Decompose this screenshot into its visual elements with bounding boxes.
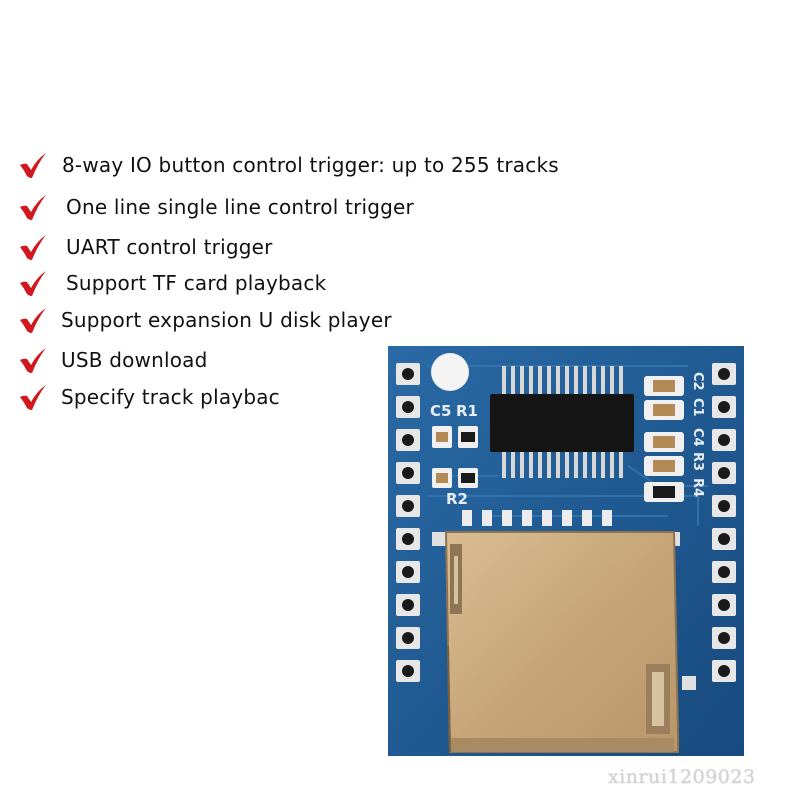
silkscreen-r1: R1 xyxy=(456,402,478,420)
silkscreen-c1: C1 xyxy=(690,398,705,417)
checkmark-icon xyxy=(18,382,48,412)
sd-slot-contacts xyxy=(462,510,612,526)
feature-item-one-line: One line single line control trigger xyxy=(18,192,414,222)
feature-item-usb-download: USB download xyxy=(18,345,208,375)
left-header-pins xyxy=(396,363,420,682)
mp3-module-photo: C5 R1 R2 C2 C1 C4 R3 R4 xyxy=(388,346,744,756)
silkscreen-r3: R3 xyxy=(690,452,705,471)
silkscreen-c4: C4 xyxy=(690,428,705,447)
checkmark-icon xyxy=(18,268,48,298)
silkscreen-r4: R4 xyxy=(690,478,705,497)
silkscreen-r2: R2 xyxy=(446,490,468,508)
feature-label: Support TF card playback xyxy=(66,271,327,295)
feature-item-uart: UART control trigger xyxy=(18,232,273,262)
feature-item-u-disk: Support expansion U disk player xyxy=(18,305,392,335)
checkmark-icon xyxy=(18,192,48,222)
feature-list: 8-way IO button control trigger: up to 2… xyxy=(18,0,658,420)
silkscreen-c2: C2 xyxy=(690,372,705,391)
checkmark-icon xyxy=(18,150,48,180)
feature-label: 8-way IO button control trigger: up to 2… xyxy=(62,153,559,177)
right-passives xyxy=(644,376,684,502)
watermark: xinrui1209023 xyxy=(608,766,756,788)
silkscreen-c5: C5 xyxy=(430,402,451,420)
mounting-hole xyxy=(431,353,469,391)
checkmark-icon xyxy=(18,305,48,335)
mp3-module-board: C5 R1 R2 C2 C1 C4 R3 R4 xyxy=(388,346,744,756)
tf-card-slot xyxy=(444,531,679,753)
feature-label: One line single line control trigger xyxy=(66,195,414,219)
feature-label: Specify track playbac xyxy=(61,385,280,409)
feature-label: UART control trigger xyxy=(66,235,273,259)
feature-item-track-playback: Specify track playbac xyxy=(18,382,280,412)
feature-item-io-trigger: 8-way IO button control trigger: up to 2… xyxy=(18,150,559,180)
feature-label: USB download xyxy=(61,348,208,372)
checkmark-icon xyxy=(18,345,48,375)
checkmark-icon xyxy=(18,232,48,262)
feature-label: Support expansion U disk player xyxy=(61,308,392,332)
right-header-pins xyxy=(712,363,736,682)
feature-item-tf-card: Support TF card playback xyxy=(18,268,326,298)
decoder-chip xyxy=(490,366,634,478)
